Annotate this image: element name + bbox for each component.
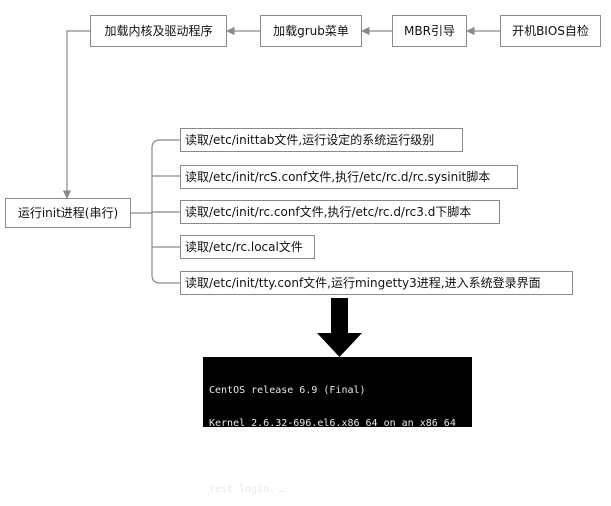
terminal-login-prompt: test login:	[209, 484, 276, 495]
box-load-grub: 加载grub菜单	[260, 15, 362, 47]
step-label: 读取/etc/init/tty.conf文件,运行mingetty3进程,进入系…	[185, 276, 541, 290]
step-rc-conf: 读取/etc/init/rc.conf文件,执行/etc/rc.d/rc3.d下…	[180, 200, 500, 224]
step-rc-local: 读取/etc/rc.local文件	[180, 235, 315, 259]
box-label: 加载内核及驱动程序	[104, 24, 213, 38]
step-label: 读取/etc/rc.local文件	[185, 240, 303, 254]
box-label: 加载grub菜单	[273, 24, 349, 38]
box-label: 开机BIOS自检	[512, 24, 589, 38]
box-mbr-boot: MBR引导	[392, 15, 467, 47]
terminal-release-line: CentOS release 6.9 (Final)	[209, 385, 366, 396]
big-down-arrow	[317, 298, 362, 357]
step-inittab: 读取/etc/inittab文件,运行设定的系统运行级别	[180, 128, 463, 152]
terminal-login-screen: CentOS release 6.9 (Final) Kernel 2.6.32…	[203, 357, 472, 495]
step-label: 读取/etc/init/rc.conf文件,执行/etc/rc.d/rc3.d下…	[185, 205, 472, 219]
box-load-kernel: 加载内核及驱动程序	[90, 15, 227, 47]
step-rcs-conf: 读取/etc/init/rcS.conf文件,执行/etc/rc.d/rc.sy…	[180, 165, 518, 189]
step-label: 读取/etc/inittab文件,运行设定的系统运行级别	[185, 133, 435, 147]
box-bios-self-check: 开机BIOS自检	[500, 15, 601, 47]
box-label: 运行init进程(串行)	[17, 206, 119, 220]
step-label: 读取/etc/init/rcS.conf文件,执行/etc/rc.d/rc.sy…	[185, 170, 491, 184]
arrow-kernel-to-init	[62, 30, 90, 199]
box-label: MBR引导	[404, 24, 455, 38]
terminal-cursor	[279, 491, 286, 492]
connector-lines	[62, 26, 500, 357]
step-tty-conf: 读取/etc/init/tty.conf文件,运行mingetty3进程,进入系…	[180, 271, 573, 295]
terminal-kernel-line: Kernel 2.6.32-696.el6.x86_64 on an x86_6…	[209, 418, 456, 429]
terminal-prompt-line: test login:	[209, 484, 466, 495]
box-run-init: 运行init进程(串行)	[5, 198, 131, 228]
terminal-blank-line	[209, 451, 466, 462]
